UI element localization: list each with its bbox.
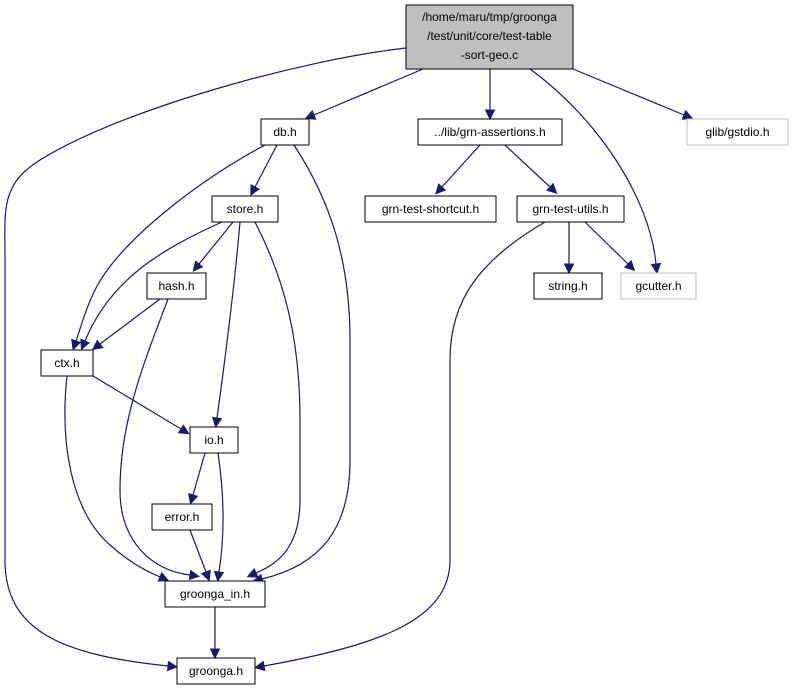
edge-grn-test-utils-h-to-groonga-h <box>254 221 546 672</box>
node-grn-assertions-h[interactable]: ../lib/grn-assertions.h <box>417 118 563 146</box>
node-groonga-h[interactable]: groonga.h <box>176 657 256 685</box>
node-gcutter-h[interactable]: gcutter.h <box>620 272 697 300</box>
node-ctx-h[interactable]: ctx.h <box>40 349 94 377</box>
dependency-edges <box>4 47 694 672</box>
node-label: ctx.h <box>54 356 79 370</box>
node-label: hash.h <box>158 279 194 293</box>
arrowhead <box>71 338 82 351</box>
arrowhead <box>200 569 211 582</box>
node-hash-h[interactable]: hash.h <box>146 272 207 300</box>
node-label: store.h <box>227 202 264 216</box>
arrowhead <box>435 183 447 195</box>
root-label-line-1: /home/maru/tmp/groonga <box>422 10 557 24</box>
node-label: ../lib/grn-assertions.h <box>434 125 545 139</box>
arrowhead <box>250 184 260 196</box>
edge-error-h-to-groonga-in-h <box>189 529 211 582</box>
node-label: gcutter.h <box>635 279 681 293</box>
node-io-h[interactable]: io.h <box>189 426 239 454</box>
node-grn-test-utils-h[interactable]: grn-test-utils.h <box>516 195 625 223</box>
arrowhead <box>246 567 259 578</box>
node-groonga-in-h[interactable]: groonga_in.h <box>164 580 266 608</box>
node-glib-gstdio-h[interactable]: glib/gstdio.h <box>686 118 789 146</box>
arrowhead <box>80 338 91 351</box>
edge-grn-test-utils-h-to-gcutter-h <box>584 221 636 272</box>
edge-hash-h-to-ctx-h <box>91 298 161 351</box>
edge-db-h-to-store-h <box>250 144 278 196</box>
node-label: db.h <box>273 125 296 139</box>
arrowhead <box>211 416 223 429</box>
arrowhead <box>304 109 317 120</box>
edge-store-h-to-io-h <box>211 221 241 429</box>
edge-root-to-glib-gstdio-h <box>572 68 694 120</box>
edge-io-h-to-groonga-in-h <box>213 452 225 583</box>
edge-db-h-to-ctx-h <box>71 144 266 351</box>
arrowhead <box>681 109 694 120</box>
arrowhead <box>546 182 558 194</box>
node-error-h[interactable]: error.h <box>151 503 213 531</box>
arrowhead <box>623 259 636 272</box>
arrowhead <box>91 339 104 351</box>
edge-store-h-to-ctx-h <box>80 221 223 351</box>
arrowhead <box>209 648 221 660</box>
node-label: groonga_in.h <box>180 587 250 601</box>
edge-root-to-gcutter-h <box>529 68 662 275</box>
arrowhead <box>563 263 575 275</box>
node-label: io.h <box>204 433 223 447</box>
edge-store-h-to-hash-h <box>192 221 234 272</box>
edge-ctx-h-to-groonga-in-h <box>64 375 170 582</box>
arrowhead <box>192 260 204 272</box>
edge-grn-assertions-h-to-grn-test-utils-h <box>504 144 558 194</box>
node-label: glib/gstdio.h <box>705 125 769 139</box>
edge-grn-test-utils-h-to-string-h <box>563 222 575 275</box>
edge-hash-h-to-groonga-in-h <box>119 298 201 581</box>
edge-grn-assertions-h-to-grn-test-shortcut-h <box>435 144 481 195</box>
arrowhead <box>254 660 266 672</box>
node-db-h[interactable]: db.h <box>260 118 310 146</box>
arrowhead <box>188 493 199 505</box>
edge-store-h-to-groonga-in-h <box>246 221 301 578</box>
node-string-h[interactable]: string.h <box>533 272 603 300</box>
edge-root-to-groonga-h <box>4 47 407 672</box>
arrowhead <box>650 262 662 275</box>
node-label: error.h <box>165 510 200 524</box>
node-grn-test-shortcut-h[interactable]: grn-test-shortcut.h <box>364 195 497 223</box>
node-label: grn-test-utils.h <box>532 202 608 216</box>
arrowhead <box>213 570 225 583</box>
arrowhead <box>484 109 496 121</box>
node-label: string.h <box>548 279 587 293</box>
arrowhead <box>188 569 201 581</box>
edge-root-to-db-h <box>304 68 424 120</box>
node-label: groonga.h <box>189 664 243 678</box>
root-label-line-2: /test/unit/core/test-table <box>427 29 552 43</box>
root-label-line-3: -sort-geo.c <box>461 48 518 62</box>
arrowhead <box>166 660 179 672</box>
edge-ctx-h-to-io-h <box>92 375 190 435</box>
arrowhead <box>157 571 170 582</box>
node-store-h[interactable]: store.h <box>211 195 279 223</box>
edge-io-h-to-error-h <box>188 452 206 505</box>
edge-groonga-in-h-to-groonga-h <box>209 607 221 660</box>
arrowhead <box>177 424 190 435</box>
node-label: grn-test-shortcut.h <box>382 202 479 216</box>
edge-root-to-grn-assertions-h <box>484 69 496 121</box>
node-root-test-table-sort-geo-c[interactable]: /home/maru/tmp/groonga /test/unit/core/t… <box>405 4 574 70</box>
